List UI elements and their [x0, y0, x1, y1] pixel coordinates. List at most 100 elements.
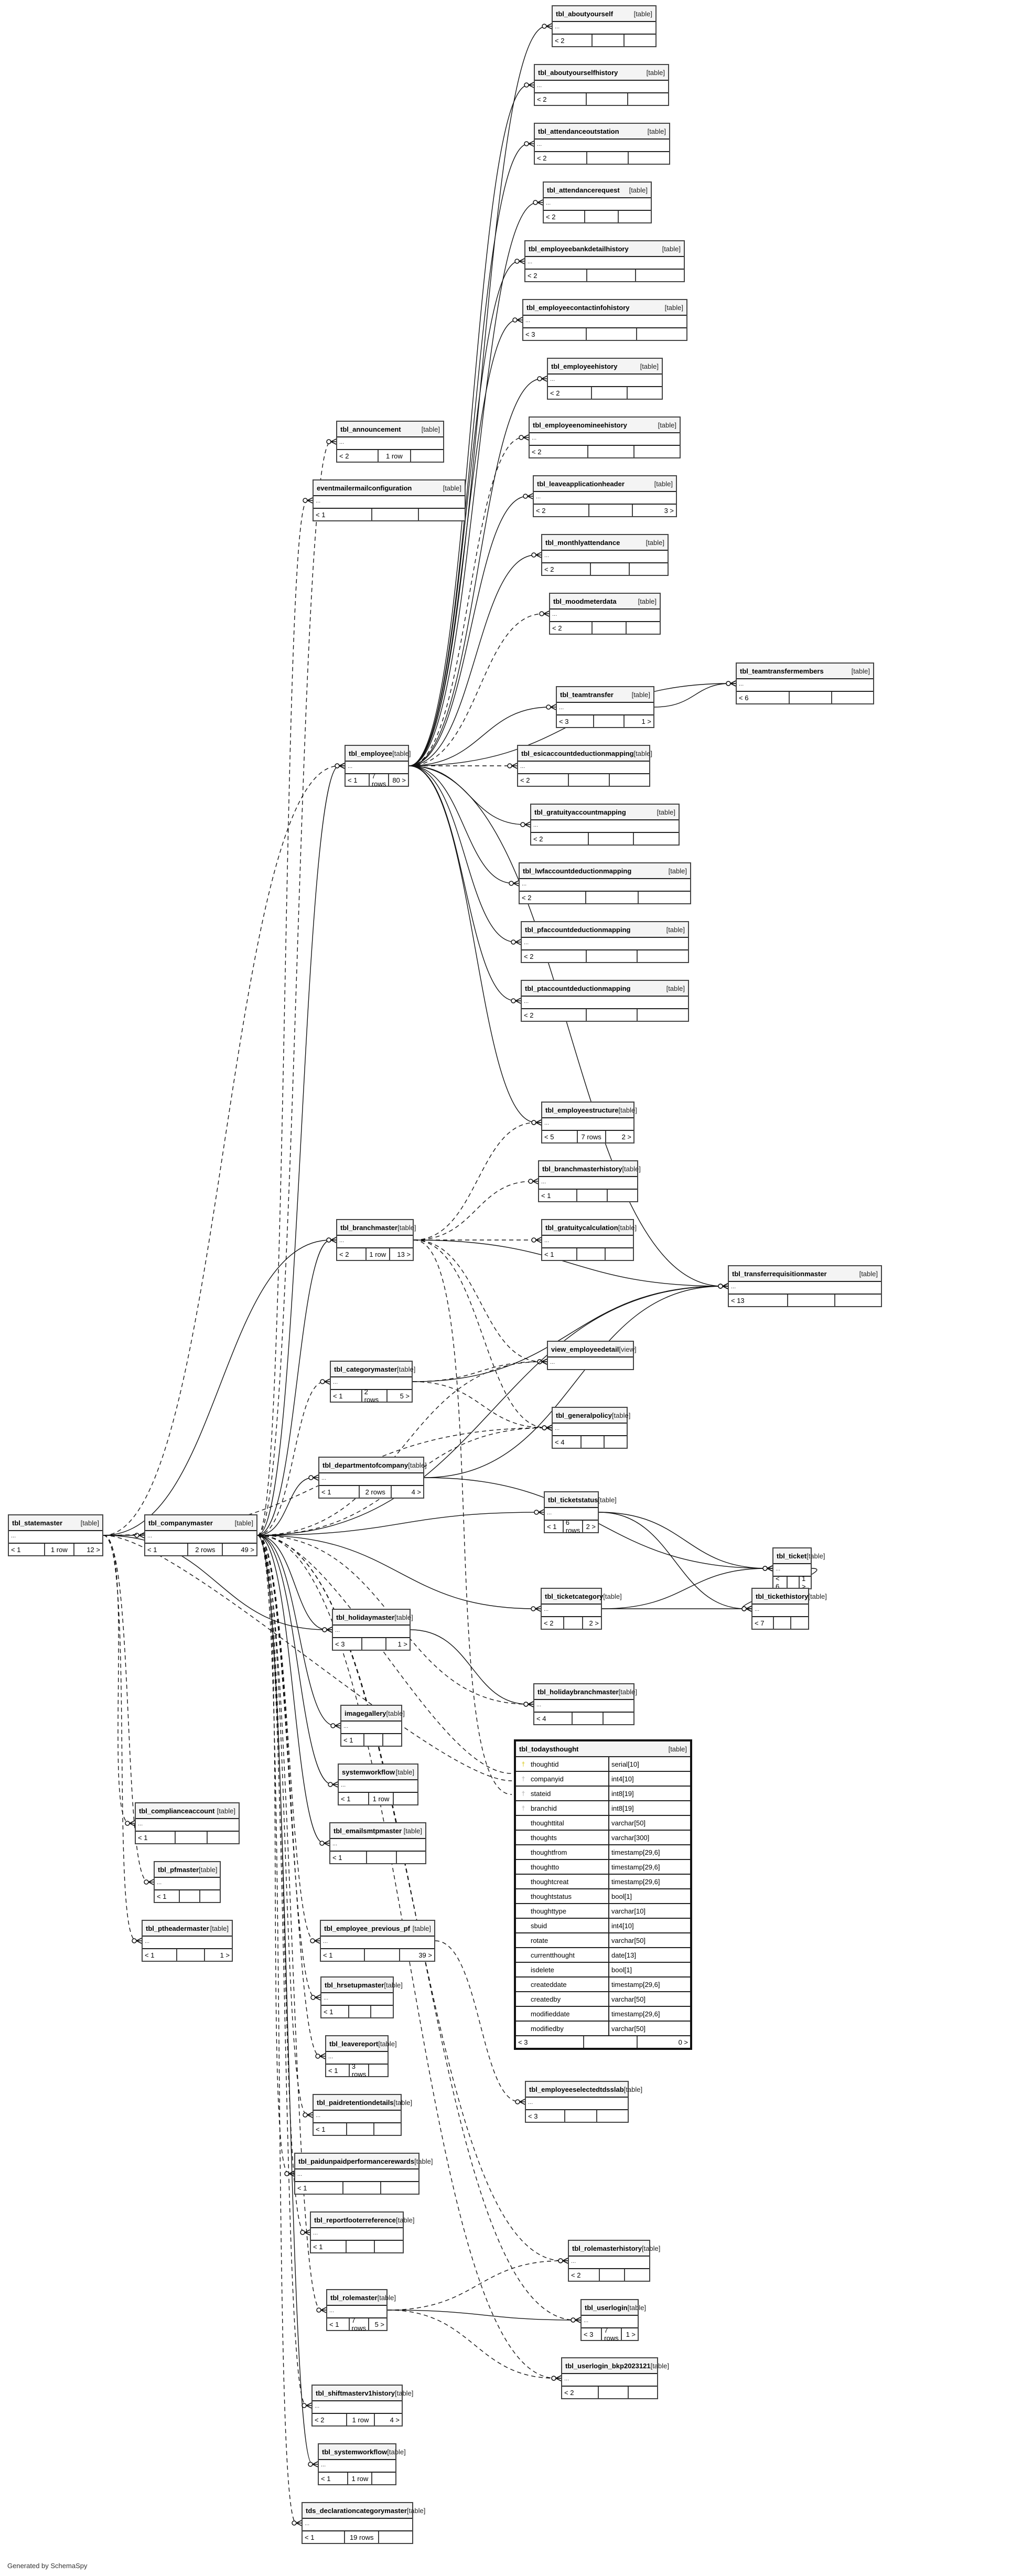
children-link[interactable]: 3 >	[664, 506, 674, 515]
table-paidunpaidperformancerewards[interactable]: tbl_paidunpaidperformancerewards[table].…	[294, 2153, 433, 2195]
parents-link[interactable]: < 2	[550, 622, 593, 634]
column-name[interactable]: sbuid	[531, 1921, 547, 1930]
parents-link[interactable]: < 1	[326, 2065, 350, 2076]
children-link[interactable]	[832, 692, 873, 703]
children-link[interactable]	[835, 1295, 881, 1306]
children-link[interactable]: 5 >	[400, 1392, 410, 1400]
children-link[interactable]	[397, 1852, 425, 1863]
table-attendanceoutstation[interactable]: tbl_attendanceoutstation[table]...< 2	[534, 123, 670, 165]
parents-link[interactable]: < 2	[562, 2387, 599, 2398]
parents-link[interactable]: < 1	[545, 1521, 564, 1532]
children-link[interactable]	[628, 93, 668, 105]
parents-link[interactable]: < 4	[534, 1713, 573, 1724]
column-name[interactable]: rotate	[531, 1936, 548, 1944]
children-link[interactable]	[369, 2065, 388, 2076]
column-name[interactable]: createddate	[531, 1980, 567, 1989]
children-link[interactable]	[394, 1793, 417, 1804]
table-name[interactable]: tbl_userlogin_bkp2023121	[565, 2361, 651, 2370]
children-link[interactable]	[625, 35, 655, 46]
table-name[interactable]: tbl_leaveapplicationheader	[537, 479, 625, 488]
children-link[interactable]	[630, 563, 668, 575]
children-link[interactable]	[619, 211, 651, 222]
table-name[interactable]: tbl_ticketstatus	[548, 1495, 598, 1504]
children-link[interactable]	[610, 774, 649, 786]
parents-link[interactable]: < 1	[9, 1544, 46, 1555]
parents-link[interactable]: < 1	[155, 1890, 180, 1902]
children-link[interactable]	[208, 1832, 239, 1843]
children-link[interactable]: 1 >	[801, 1575, 806, 1590]
children-link[interactable]	[791, 1617, 808, 1629]
column-name[interactable]: companyid	[531, 1775, 564, 1783]
children-link[interactable]: 49 >	[241, 1545, 254, 1554]
column-name[interactable]: stateid	[531, 1789, 551, 1798]
parents-link[interactable]: < 2	[569, 2269, 600, 2281]
parents-link[interactable]: < 3	[526, 2110, 566, 2122]
children-link[interactable]	[606, 1248, 633, 1260]
children-link[interactable]: 4 >	[411, 1488, 421, 1496]
parents-link[interactable]: < 7	[752, 1617, 774, 1629]
table-pfmaster[interactable]: tbl_pfmaster[table]...< 1	[154, 1861, 221, 1903]
table-emailsmtpmaster[interactable]: tbl_emailsmtpmaster[table]...< 1	[329, 1822, 426, 1864]
children-link[interactable]	[419, 509, 465, 520]
table-name[interactable]: tbl_branchmaster	[340, 1223, 398, 1232]
table-name[interactable]: tbl_complianceaccount	[139, 1807, 215, 1815]
parents-link[interactable]: < 1	[314, 509, 373, 520]
children-link[interactable]	[638, 1009, 688, 1021]
parents-link[interactable]: < 1	[295, 2182, 343, 2194]
table-name[interactable]: systemworkflow	[342, 1768, 395, 1776]
parents-link[interactable]: < 4	[553, 1436, 582, 1448]
children-link[interactable]	[411, 450, 443, 462]
table-name[interactable]: tbl_generalpolicy	[556, 1411, 612, 1419]
table-rolemasterhistory[interactable]: tbl_rolemasterhistory[table]...< 2	[568, 2240, 660, 2282]
parents-link[interactable]: < 2	[518, 774, 569, 786]
children-link[interactable]: 13 >	[397, 1250, 411, 1258]
table-hrsetupmaster[interactable]: tbl_hrsetupmaster[table]...< 1	[320, 1976, 403, 2018]
table-lwfaccount[interactable]: tbl_lwfaccountdeductionmapping[table]...…	[519, 862, 691, 904]
children-link[interactable]: 1 >	[626, 2330, 636, 2338]
parents-link[interactable]: < 2	[531, 833, 589, 845]
parents-link[interactable]: < 1	[331, 1390, 362, 1402]
parents-link[interactable]: < 3	[582, 2328, 603, 2340]
table-name[interactable]: tbl_userlogin	[585, 2303, 628, 2312]
children-link[interactable]	[638, 950, 688, 962]
column-name[interactable]: thoughttital	[531, 1819, 564, 1827]
table-name[interactable]: view_employeedetail	[551, 1345, 619, 1353]
column-name[interactable]: thoughtcreat	[531, 1877, 569, 1886]
children-link[interactable]	[625, 2269, 649, 2281]
table-eventmailer[interactable]: eventmailermailconfiguration[table]...< …	[313, 479, 466, 521]
table-employeecontactinfohistory[interactable]: tbl_employeecontactinfohistory[table]...…	[522, 299, 687, 341]
column-name[interactable]: modifiedby	[531, 2024, 564, 2033]
table-name[interactable]: tbl_ticketcategory	[545, 1592, 604, 1600]
table-name[interactable]: tbl_reportfooterreference	[314, 2216, 396, 2224]
table-name[interactable]: tbl_departmentofcompany	[322, 1461, 408, 1469]
children-link[interactable]	[605, 1436, 627, 1448]
children-link[interactable]: 39 >	[418, 1951, 432, 1959]
children-link[interactable]	[371, 2006, 393, 2017]
parents-link[interactable]: < 3	[523, 328, 587, 340]
children-link[interactable]: 4 >	[390, 2415, 400, 2424]
children-link[interactable]	[637, 328, 686, 340]
parents-link[interactable]: < 2	[535, 93, 587, 105]
table-name[interactable]: tbl_employeeselectedtdsslab	[529, 2085, 624, 2093]
column-name[interactable]: thoughttype	[531, 1907, 566, 1915]
parents-link[interactable]: < 2	[553, 35, 593, 46]
table-name[interactable]: tbl_teamtransfer	[560, 690, 614, 699]
children-link[interactable]: 2 >	[621, 1132, 632, 1141]
table-name[interactable]: tbl_ticket	[777, 1552, 807, 1560]
table-esicaccount[interactable]: tbl_esicaccountdeductionmapping[table]..…	[517, 745, 652, 787]
parents-link[interactable]: < 3	[333, 1638, 363, 1650]
children-link[interactable]: 12 >	[87, 1545, 100, 1554]
table-name[interactable]: tbl_hrsetupmaster	[325, 1981, 384, 1989]
table-name[interactable]: tbl_pfmaster	[158, 1865, 199, 1874]
children-link[interactable]	[200, 1890, 220, 1902]
column-name[interactable]: isdelete	[531, 1965, 554, 1974]
